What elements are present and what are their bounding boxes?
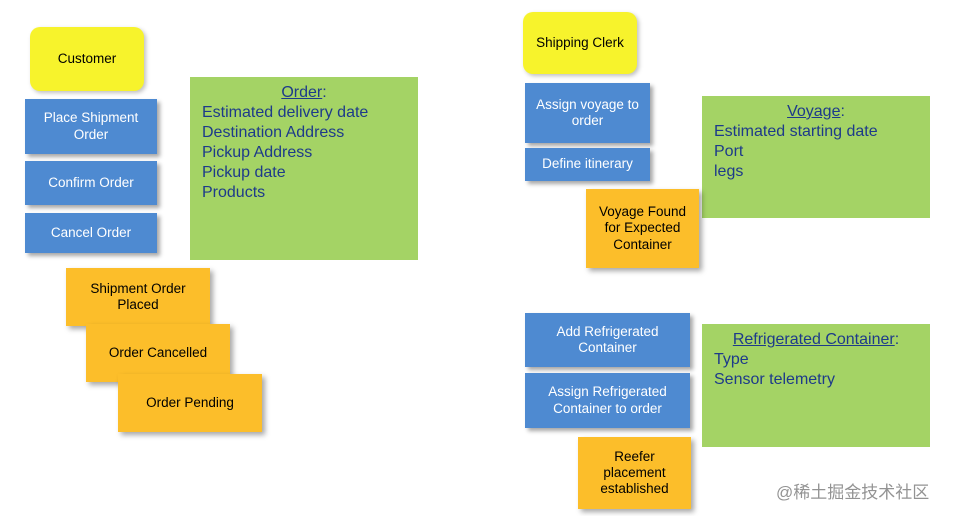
voyage-aggregate-title: Voyage: <box>714 102 918 122</box>
order-attribute: Destination Address <box>202 124 345 141</box>
voyage-aggregate-name: Voyage <box>787 103 841 120</box>
confirm-order-command: Confirm Order <box>25 161 157 205</box>
order-aggregate-name: Order <box>281 84 323 101</box>
assign-voyage-command: Assign voyage to order <box>525 83 650 143</box>
order-attribute: Estimated delivery date <box>202 104 369 121</box>
order-pending-event: Order Pending <box>118 374 262 432</box>
shipment-order-placed-event: Shipment Order Placed <box>66 268 210 326</box>
add-refrigerated-container-command: Add Refrigerated Container <box>525 313 690 367</box>
refrigerated-container-aggregate: Refrigerated Container: Type Sensor tele… <box>702 324 930 447</box>
place-shipment-order-command: Place Shipment Order <box>25 99 157 154</box>
watermark: @稀土掘金技术社区 <box>776 483 930 502</box>
refrigerated-container-aggregate-name: Refrigerated Container <box>732 331 895 348</box>
customer-actor: Customer <box>30 27 144 91</box>
shipping-clerk-actor: Shipping Clerk <box>523 12 637 74</box>
voyage-attribute: legs <box>714 163 744 180</box>
order-attribute: Pickup date <box>202 164 286 181</box>
order-attribute: Pickup Address <box>202 144 313 161</box>
voyage-aggregate: Voyage: Estimated starting date Port leg… <box>702 96 930 218</box>
voyage-found-event: Voyage Found for Expected Container <box>586 189 699 268</box>
order-cancelled-event: Order Cancelled <box>86 324 230 382</box>
order-aggregate-title: Order: <box>202 83 406 103</box>
refrigerated-container-aggregate-title: Refrigerated Container: <box>714 330 918 350</box>
define-itinerary-command: Define itinerary <box>525 148 650 181</box>
voyage-attribute: Estimated starting date <box>714 123 878 140</box>
voyage-attribute: Port <box>714 143 744 160</box>
refrigerated-container-attribute: Type <box>714 351 749 368</box>
voyage-aggregate-colon: : <box>840 103 845 120</box>
refrigerated-container-attribute: Sensor telemetry <box>714 371 835 388</box>
assign-refrigerated-container-command: Assign Refrigerated Container to order <box>525 373 690 428</box>
cancel-order-command: Cancel Order <box>25 213 157 253</box>
order-attribute: Products <box>202 184 266 201</box>
order-aggregate-colon: : <box>322 84 327 101</box>
order-aggregate: Order: Estimated delivery date Destinati… <box>190 77 418 260</box>
reefer-placement-event: Reefer placement established <box>578 437 691 509</box>
refrigerated-container-aggregate-colon: : <box>894 331 900 348</box>
